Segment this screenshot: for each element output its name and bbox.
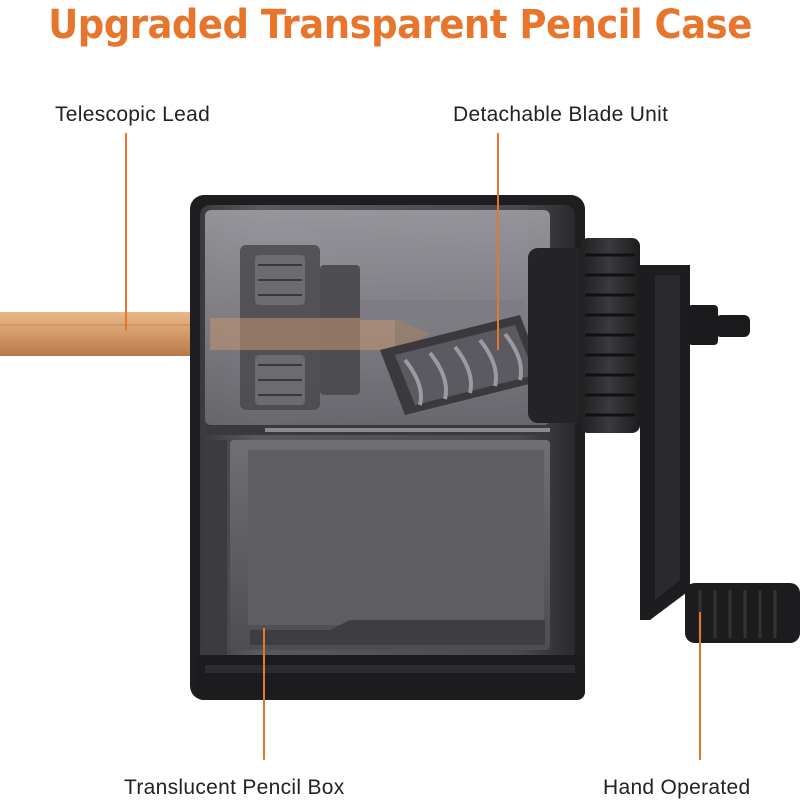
callout-pencil-box: Translucent Pencil Box: [124, 776, 345, 799]
callout-telescopic-lead: Telescopic Lead: [55, 103, 211, 126]
pencil: [0, 312, 210, 356]
crank-handle: [640, 265, 800, 643]
callout-detachable-blade: Detachable Blade Unit: [453, 103, 669, 126]
leader-lines: [125, 133, 701, 760]
page-title: Upgraded Transparent Pencil Case: [48, 1, 752, 48]
callout-hand-operated: Hand Operated: [603, 776, 751, 799]
gear-wheel: [528, 238, 640, 433]
pencil-holder-mechanism: [210, 245, 525, 410]
blade-unit: [380, 315, 545, 415]
